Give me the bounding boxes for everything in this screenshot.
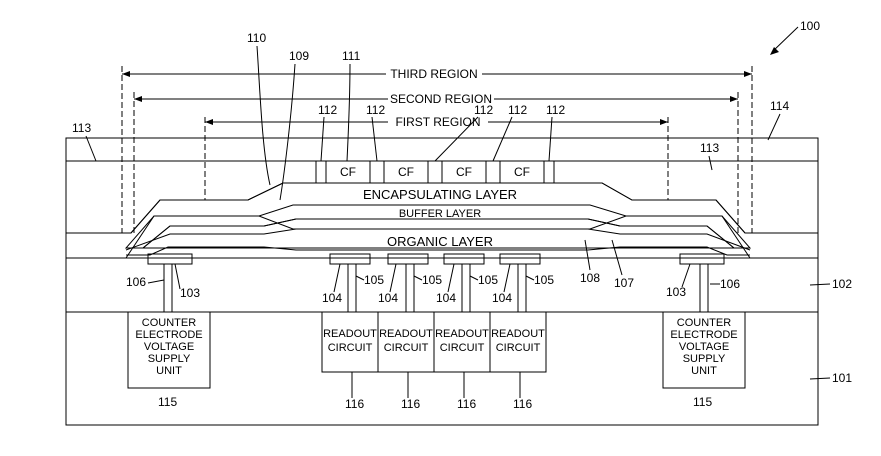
ref-110: 110 xyxy=(247,31,266,45)
ref-104-3: 104 xyxy=(436,291,456,305)
ref-106-left: 106 xyxy=(126,275,146,289)
ref-109: 109 xyxy=(289,49,309,63)
readout-2-line1: READOUT xyxy=(379,328,433,340)
ref-112-a: 112 xyxy=(318,103,337,117)
ref-113-right: 113 xyxy=(700,141,719,155)
supply-right-line3: VOLTAGE xyxy=(679,341,729,353)
counter-electrode-lower xyxy=(126,246,750,256)
ref-116-4: 116 xyxy=(513,397,532,411)
supply-left-line4: SUPPLY xyxy=(148,353,191,365)
reference-numerals: 100 110 109 111 112 112 112 112 112 113 … xyxy=(72,19,852,411)
encapsulating-layer-label: ENCAPSULATING LAYER xyxy=(363,187,517,202)
ref-107: 107 xyxy=(614,276,634,290)
readout-4-line2: CIRCUIT xyxy=(496,342,541,354)
ref-115-right: 115 xyxy=(693,395,712,409)
ref-112-b: 112 xyxy=(366,103,385,117)
cf-label-4: CF xyxy=(514,165,530,179)
ref-112-d: 112 xyxy=(508,103,527,117)
ref-102: 102 xyxy=(832,277,852,291)
readout-1-line2: CIRCUIT xyxy=(328,342,373,354)
readout-3-line2: CIRCUIT xyxy=(440,342,485,354)
supply-right-line2: ELECTRODE xyxy=(670,329,737,341)
ref-103-right: 103 xyxy=(666,285,686,299)
ref-100: 100 xyxy=(800,19,820,33)
ref-112-e: 112 xyxy=(546,103,565,117)
readout-3-line1: READOUT xyxy=(435,328,489,340)
counter-electrode xyxy=(125,228,751,251)
readout-circuits: READOUT CIRCUIT READOUT CIRCUIT READOUT … xyxy=(321,311,547,373)
ref-105-2: 105 xyxy=(422,273,442,287)
supply-left-line3: VOLTAGE xyxy=(144,341,194,353)
ref-114: 114 xyxy=(770,99,789,113)
cf-label-3: CF xyxy=(456,165,472,179)
supply-right-line5: UNIT xyxy=(691,365,717,377)
cf-label-1: CF xyxy=(340,165,356,179)
ref-113-left: 113 xyxy=(72,121,91,135)
ref-116-1: 116 xyxy=(345,397,364,411)
ref-104-4: 104 xyxy=(492,291,512,305)
first-region-label: FIRST REGION xyxy=(395,115,480,129)
ref-101: 101 xyxy=(832,371,852,385)
color-filter-group: CF CF CF CF xyxy=(315,160,555,184)
ref-116-2: 116 xyxy=(401,397,420,411)
supply-left-line2: ELECTRODE xyxy=(135,329,202,341)
readout-4-line1: READOUT xyxy=(491,328,545,340)
supply-unit-right: COUNTER ELECTRODE VOLTAGE SUPPLY UNIT xyxy=(662,311,746,389)
ref-105-4: 105 xyxy=(534,273,554,287)
ref-104-2: 104 xyxy=(378,291,398,305)
ref-111: 111 xyxy=(342,49,361,63)
ref-108: 108 xyxy=(580,271,600,285)
ref-104-1: 104 xyxy=(322,291,342,305)
cf-label-2: CF xyxy=(398,165,414,179)
ref-116-3: 116 xyxy=(457,397,476,411)
third-region-label: THIRD REGION xyxy=(390,67,477,81)
organic-layer-label: ORGANIC LAYER xyxy=(387,234,493,249)
region-dimensions: THIRD REGION SECOND REGION FIRST REGION xyxy=(121,66,753,233)
supply-unit-left: COUNTER ELECTRODE VOLTAGE SUPPLY UNIT xyxy=(127,311,211,389)
ref-106-right: 106 xyxy=(720,277,740,291)
supply-right-line1: COUNTER xyxy=(677,317,731,329)
ref-105-1: 105 xyxy=(364,273,384,287)
readout-1-line1: READOUT xyxy=(323,328,377,340)
buffer-layer-label: BUFFER LAYER xyxy=(399,208,481,220)
ref-103-left: 103 xyxy=(180,286,200,300)
supply-left-line5: UNIT xyxy=(156,365,182,377)
supply-left-line1: COUNTER xyxy=(142,317,196,329)
readout-2-line2: CIRCUIT xyxy=(384,342,429,354)
ref-105-3: 105 xyxy=(478,273,498,287)
ref-115-left: 115 xyxy=(158,395,177,409)
second-region-label: SECOND REGION xyxy=(390,92,492,106)
supply-right-line4: SUPPLY xyxy=(683,353,726,365)
ref-112-c: 112 xyxy=(474,103,493,117)
